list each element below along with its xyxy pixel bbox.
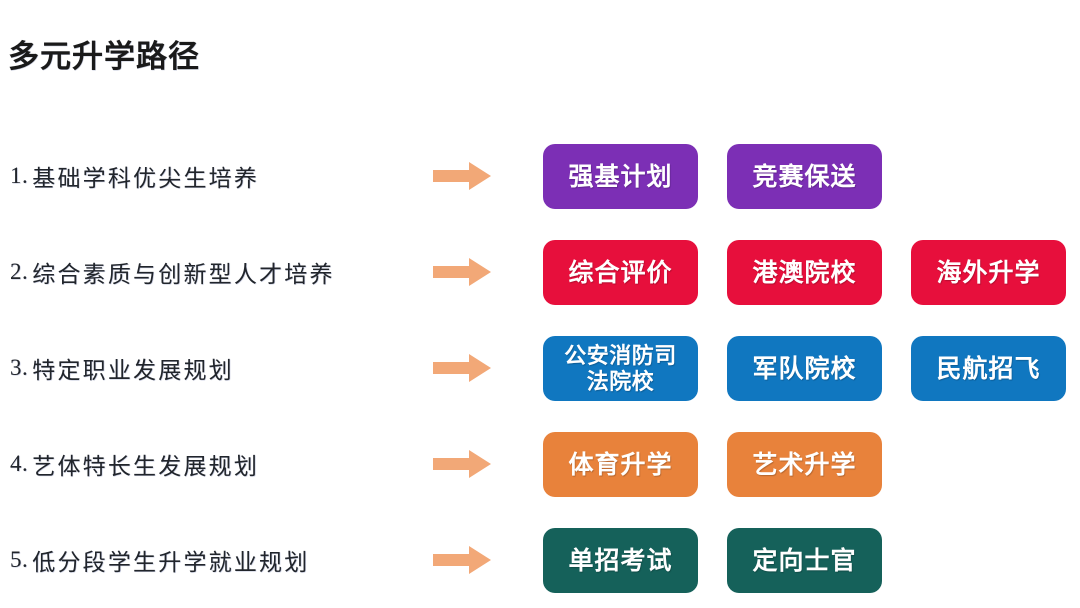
pathway-option-box[interactable]: 强基计划	[543, 144, 698, 209]
pathway-index: 1.	[10, 163, 29, 188]
pathway-option-box[interactable]: 艺术升学	[727, 432, 882, 497]
pathway-row: 4.艺体特长生发展规划 体育升学艺术升学	[0, 416, 1080, 512]
pathway-label: 5.低分段学生升学就业规划	[10, 512, 420, 608]
pathway-row: 5.低分段学生升学就业规划 单招考试定向士官	[0, 512, 1080, 608]
pathway-option-group: 综合评价港澳院校海外升学	[543, 224, 1066, 320]
pathway-label-text: 艺体特长生发展规划	[32, 454, 260, 479]
pathway-option-box[interactable]: 军队院校	[727, 336, 882, 401]
pathway-label-text: 基础学科优尖生培养	[32, 166, 260, 191]
right-block-arrow-icon	[433, 128, 493, 224]
right-block-arrow-icon	[433, 320, 493, 416]
pathway-index: 4.	[10, 451, 29, 476]
pathway-row: 3.特定职业发展规划 公安消防司 法院校军队院校民航招飞	[0, 320, 1080, 416]
pathway-option-group: 单招考试定向士官	[543, 512, 1063, 608]
pathway-option-group: 公安消防司 法院校军队院校民航招飞	[543, 320, 1066, 416]
pathway-label-text: 特定职业发展规划	[32, 358, 234, 383]
pathway-label-text: 综合素质与创新型人才培养	[32, 262, 335, 287]
pathway-label: 4.艺体特长生发展规划	[10, 416, 420, 512]
pathway-option-box[interactable]: 综合评价	[543, 240, 698, 305]
pathway-index: 3.	[10, 355, 29, 380]
pathway-option-group: 强基计划竞赛保送	[543, 128, 1063, 224]
pathway-option-group: 体育升学艺术升学	[543, 416, 1063, 512]
pathway-row: 2.综合素质与创新型人才培养 综合评价港澳院校海外升学	[0, 224, 1080, 320]
pathway-option-box[interactable]: 港澳院校	[727, 240, 882, 305]
right-block-arrow-icon	[433, 224, 493, 320]
pathway-label: 2.综合素质与创新型人才培养	[10, 224, 420, 320]
right-block-arrow-icon	[433, 416, 493, 512]
pathway-row: 1.基础学科优尖生培养 强基计划竞赛保送	[0, 128, 1080, 224]
pathway-option-box[interactable]: 体育升学	[543, 432, 698, 497]
pathway-option-box[interactable]: 海外升学	[911, 240, 1066, 305]
pathway-option-box[interactable]: 定向士官	[727, 528, 882, 593]
pathway-option-box[interactable]: 竞赛保送	[727, 144, 882, 209]
pathway-label: 3.特定职业发展规划	[10, 320, 420, 416]
pathway-label-text: 低分段学生升学就业规划	[32, 550, 310, 575]
pathway-option-box[interactable]: 单招考试	[543, 528, 698, 593]
pathway-index: 5.	[10, 547, 29, 572]
pathway-label: 1.基础学科优尖生培养	[10, 128, 420, 224]
pathway-option-box[interactable]: 公安消防司 法院校	[543, 336, 698, 401]
pathway-option-box[interactable]: 民航招飞	[911, 336, 1066, 401]
pathways-diagram: 1.基础学科优尖生培养 强基计划竞赛保送 2.综合素质与创新型人才培养 综合评价港澳院…	[0, 128, 1080, 608]
pathway-index: 2.	[10, 259, 29, 284]
right-block-arrow-icon	[433, 512, 493, 608]
page-title: 多元升学路径	[8, 38, 200, 74]
